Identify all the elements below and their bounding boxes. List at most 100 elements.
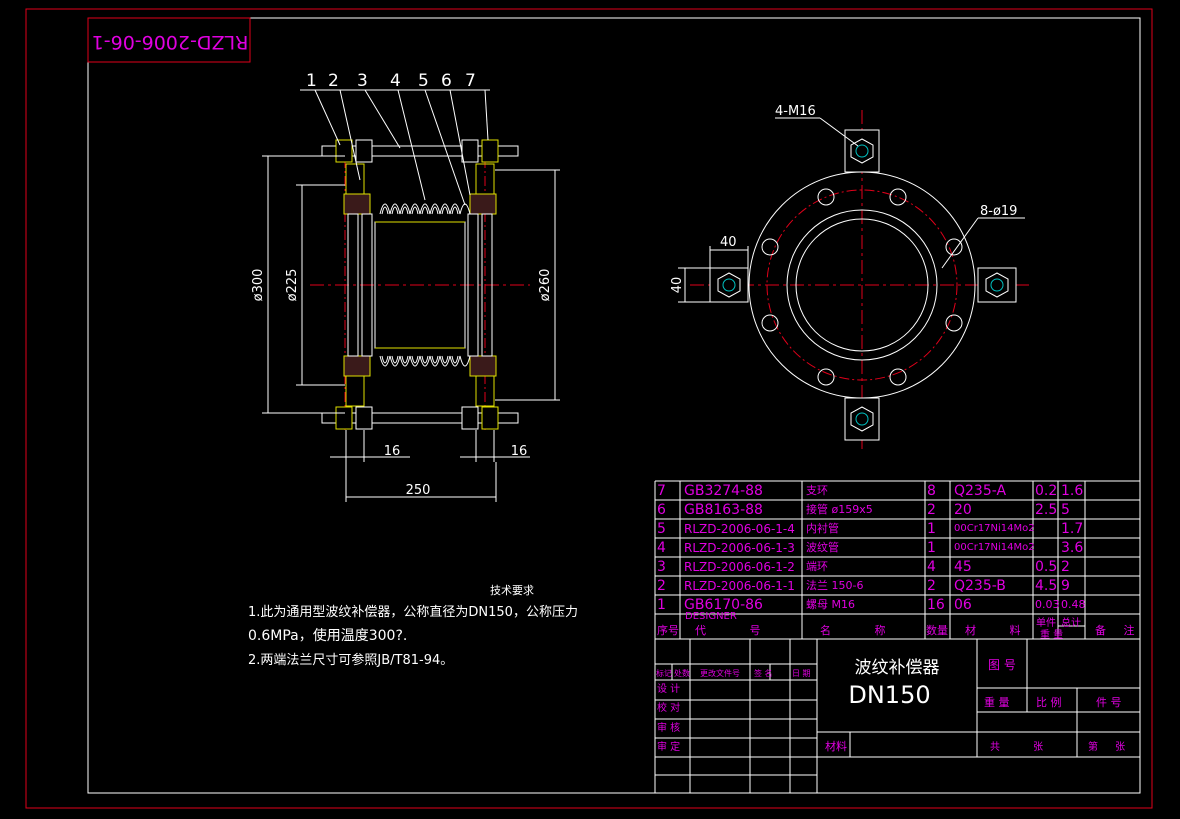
lug-bottom <box>844 397 880 441</box>
bom-cell-code: RLZD-2006-06-1-3 <box>684 541 795 555</box>
pipe-wall-left <box>361 213 373 357</box>
balloon-6: 6 <box>441 71 452 91</box>
bom-cell-qty: 2 <box>927 502 936 518</box>
bom-cell-qty: 1 <box>927 540 936 556</box>
leader-3 <box>364 89 401 149</box>
bom-cell-w2: 5 <box>1061 502 1070 518</box>
leader-6 <box>449 89 471 196</box>
role-check: 校 对 <box>657 703 681 715</box>
lug-bolt-left <box>722 278 736 292</box>
nut-top-left-2 <box>355 139 373 163</box>
bom-cell-name: 端环 <box>806 560 828 573</box>
bom-cell-name: 螺母 M16 <box>806 598 855 611</box>
bolt-hole-1 <box>817 188 835 206</box>
balloon-4: 4 <box>390 71 401 91</box>
dim-16b: 16 <box>511 444 528 459</box>
balloon-2: 2 <box>328 71 339 91</box>
balloon-3: 3 <box>357 71 368 91</box>
lug-bolt-bottom <box>855 412 869 426</box>
bolt-hole-4 <box>945 314 963 332</box>
lug-top-left <box>345 163 365 195</box>
bom-cell-no: 7 <box>657 483 666 499</box>
leader-1 <box>314 89 341 146</box>
bom-cell-w1: 4.5 <box>1035 578 1058 594</box>
bellows-top-inner <box>381 206 459 215</box>
label-part-no: 件 号 <box>1096 696 1122 709</box>
nut-bottom-left-2 <box>355 406 373 430</box>
bom-cell-qty: 2 <box>927 578 936 594</box>
bom-cell-qty: 8 <box>927 483 936 499</box>
role-approve: 审 定 <box>657 741 681 753</box>
top-tie-rod <box>321 145 519 157</box>
leader-7b <box>484 89 489 141</box>
bom-cell-no: 3 <box>657 559 666 575</box>
bom-cell-no: 4 <box>657 540 666 556</box>
label-4m16: 4-M16 <box>775 104 816 119</box>
role-review: 审 核 <box>657 722 681 734</box>
bom-cell-code: GB6170-86 <box>684 597 763 613</box>
lug-nut-left <box>717 272 741 298</box>
dim-250: 250 <box>406 483 431 498</box>
bom-cell-w2: 3.6 <box>1061 540 1084 556</box>
drawing-number-flipped: RLZD-2006-06-1 <box>92 31 249 53</box>
bom-h-mat: 材 料 <box>965 624 1021 637</box>
lug-nut-right <box>985 272 1009 298</box>
role-design: 设 计 <box>657 684 681 695</box>
bom-h-designer: DESIGNER <box>685 611 737 622</box>
tech-req-line2: 0.6MPa，使用温度300?. <box>248 627 407 644</box>
bom-cell-mat: Q235-A <box>954 483 1007 499</box>
bolt-hole-8 <box>761 238 779 256</box>
balloon-1: 1 <box>306 71 317 91</box>
bolt-hole-5 <box>889 368 907 386</box>
bom-cell-no: 5 <box>657 521 666 537</box>
bottom-tie-rod <box>321 412 519 424</box>
bom-cell-qty: 4 <box>927 559 936 575</box>
dim-d300: ø300 <box>251 269 266 302</box>
bom-cell-code: RLZD-2006-06-1-2 <box>684 560 795 574</box>
bom-table <box>654 480 1140 793</box>
bom-cell-qty: 16 <box>927 597 945 613</box>
bom-cell-mat: 20 <box>954 502 972 518</box>
nut-top-right-2 <box>481 139 499 163</box>
rev-h-mark: 标记 <box>656 669 672 678</box>
bom-cell-w2: 9 <box>1061 578 1070 594</box>
bom-cell-w1: 2.5 <box>1035 502 1058 518</box>
tech-req-title: 技术要求 <box>490 584 534 597</box>
side-view <box>262 89 560 502</box>
lug-bottom-left <box>345 375 365 407</box>
bom-cell-qty: 1 <box>927 521 936 537</box>
bom-cell-w1: 0.2 <box>1035 483 1058 499</box>
rev-h-count: 处数 <box>674 669 690 678</box>
bolt-hole-2 <box>889 188 907 206</box>
bolt-hole-3 <box>945 238 963 256</box>
flange-top-right <box>469 193 497 215</box>
bellows-bottom <box>379 355 471 367</box>
bom-cell-name: 波纹管 <box>806 541 839 554</box>
dim-d225: ø225 <box>285 269 300 302</box>
bom-h-unit: 单件 <box>1036 618 1056 629</box>
bom-cell-w2: 1.7 <box>1061 521 1084 537</box>
nut-bottom-left-1 <box>335 406 353 430</box>
lug-right <box>977 267 1017 303</box>
bom-cell-w1: 0.03 <box>1035 598 1060 611</box>
leader-m16 <box>819 117 859 147</box>
bom-h-qty: 数量 <box>926 624 948 637</box>
leader-2 <box>339 89 361 181</box>
dim-lug-w: 40 <box>720 235 737 250</box>
label-scale: 比 例 <box>1036 696 1062 709</box>
nut-top-left-1 <box>335 139 353 163</box>
label-sheets: 共 张 <box>990 742 1044 753</box>
flange-top-left <box>343 193 371 215</box>
nut-bottom-right-2 <box>481 406 499 430</box>
inner-border <box>87 17 1141 794</box>
bom-cell-mat: 00Cr17Ni14Mo2 <box>954 523 1035 534</box>
bom-h-name: 名 称 <box>820 624 886 637</box>
role-labels: 设 计 校 对 审 核 审 定 <box>657 680 680 757</box>
bom-cell-no: 1 <box>657 597 666 613</box>
flange-bottom-left <box>343 355 371 377</box>
front-view <box>678 110 1030 450</box>
bolt-circle <box>766 189 958 381</box>
bom-h-weight: 重 量 <box>1040 630 1064 641</box>
dim-lug-h: 40 <box>670 277 685 294</box>
